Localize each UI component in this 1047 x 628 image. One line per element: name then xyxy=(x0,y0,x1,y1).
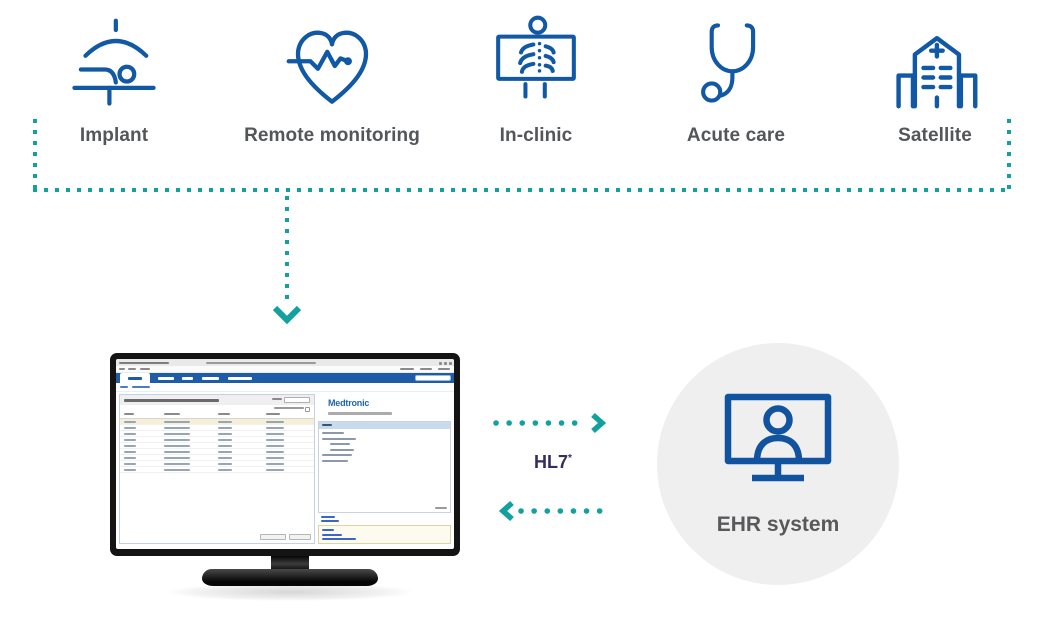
screen-view-all-link xyxy=(435,507,447,509)
screen-view-dropdown xyxy=(284,396,310,403)
source-label: Acute care xyxy=(686,125,786,146)
clinic-monitor: Medtronic xyxy=(110,353,460,556)
screen-checkbox-icon xyxy=(304,406,310,412)
screen-detail-panel: Medtronic xyxy=(318,394,451,544)
screen-tab xyxy=(158,377,174,380)
xray-screen-icon xyxy=(436,10,636,112)
screen-table-header xyxy=(120,411,314,419)
connector-left-vertical xyxy=(33,119,37,189)
screen-transmissions-panel xyxy=(119,394,315,544)
screen-tab xyxy=(182,377,193,380)
screen-window-titlebar xyxy=(116,359,454,366)
source-label: Remote monitoring xyxy=(244,125,420,146)
screen-summary-header xyxy=(319,421,450,429)
screen-filter-row xyxy=(120,405,314,412)
screen-table-row xyxy=(120,443,314,449)
heart-ecg-icon xyxy=(232,10,432,112)
screen-table-row xyxy=(120,449,314,455)
screen-panel-header xyxy=(120,395,314,405)
source-node-acute-care: Acute care xyxy=(636,10,836,147)
hospital-building-icon xyxy=(835,10,1035,112)
screen-nav-bar xyxy=(116,373,454,383)
screen-brand-tagline xyxy=(328,412,392,415)
window-controls-icon xyxy=(439,361,442,365)
arrow-right-dotted-icon xyxy=(493,412,607,434)
screen-search-box xyxy=(415,375,451,381)
monitor-stand-base xyxy=(202,569,378,586)
source-label: Implant xyxy=(79,125,149,146)
screen-links xyxy=(318,513,451,544)
screen-table-row xyxy=(120,419,314,425)
screen-table-row xyxy=(120,461,314,467)
screen-summary-box xyxy=(318,420,451,513)
screen-menu-bar xyxy=(116,366,454,373)
screen-table-row xyxy=(120,425,314,431)
connector-right-vertical xyxy=(1007,119,1011,189)
screen-brand-logo: Medtronic xyxy=(328,398,370,408)
implant-icon xyxy=(14,10,214,112)
screen-table-row xyxy=(120,437,314,443)
stethoscope-icon xyxy=(636,10,836,112)
source-label: In-clinic xyxy=(499,125,573,146)
ehr-system-label: EHR system xyxy=(716,513,840,536)
connector-horizontal xyxy=(33,188,1011,192)
arrow-down-icon xyxy=(272,305,302,325)
monitor-screen: Medtronic xyxy=(116,359,454,549)
screen-table-row xyxy=(120,455,314,461)
monitor-stand-neck xyxy=(271,556,309,570)
source-node-implant: Implant xyxy=(14,10,214,147)
screen-tab xyxy=(228,377,252,380)
screen-button xyxy=(289,534,311,540)
screen-tab xyxy=(202,377,219,380)
hl7-label: HL7* xyxy=(534,452,572,472)
source-node-remote-monitoring: Remote monitoring xyxy=(232,10,432,147)
arrow-left-dotted-icon xyxy=(498,500,613,522)
source-node-in-clinic: In-clinic xyxy=(436,10,636,147)
ehr-system-node: EHR system xyxy=(657,343,899,585)
screen-table-row xyxy=(120,431,314,437)
connector-center-vertical xyxy=(285,196,289,304)
screen-button xyxy=(260,534,286,540)
screen-table-row xyxy=(120,467,314,473)
source-label: Satellite xyxy=(898,125,972,146)
screen-link-box xyxy=(318,524,451,544)
screen-breadcrumb xyxy=(116,383,454,392)
monitor-shadow xyxy=(168,583,412,601)
ehr-monitor-user-icon xyxy=(724,393,832,482)
source-node-satellite: Satellite xyxy=(835,10,1035,147)
screen-active-tab xyxy=(120,373,150,383)
